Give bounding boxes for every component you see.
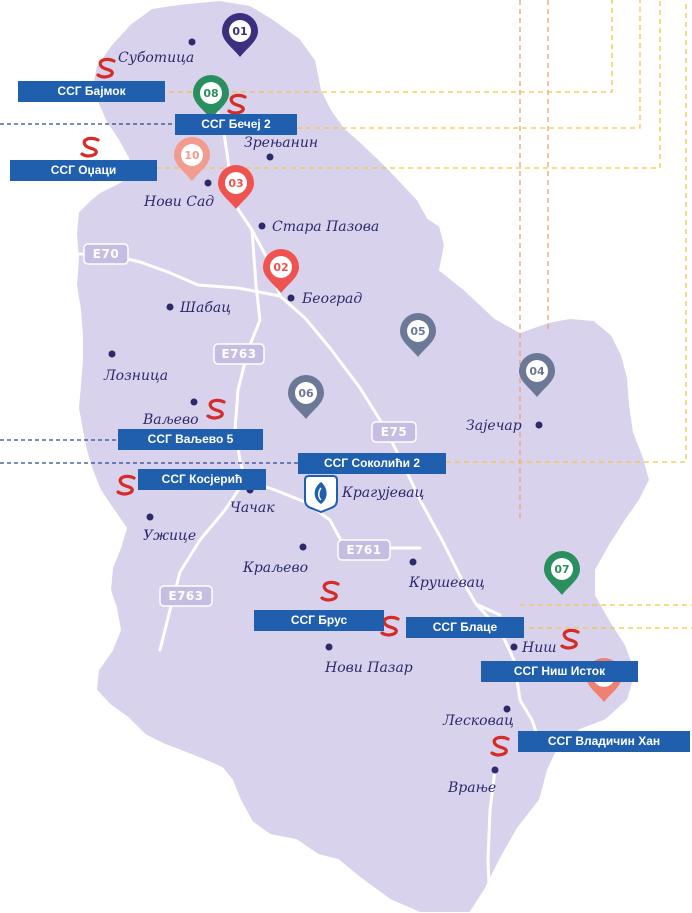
road-label: E761 [346,543,381,557]
station-label-nis-istok: ССГ Ниш Исток [481,661,638,682]
city-dot [503,705,511,713]
city-dot [287,294,295,302]
city-dot [266,153,274,161]
road-label: E763 [168,589,203,603]
station-label-odzaci: ССГ Оџаци [10,160,157,181]
city-label: Зајечар [466,418,522,434]
city-dot [146,513,154,521]
city-dot [535,421,543,429]
map-pin-icon: 06 [288,375,324,419]
city-dot [166,303,174,311]
city-dot [258,222,266,230]
city-label: Чачак [230,500,275,516]
city-dot [299,543,307,551]
map-pin-icon: 03 [218,165,254,209]
svg-text:08: 08 [203,87,218,100]
station-label-becej: ССГ Бечеј 2 [175,114,297,135]
city-label: Лозница [103,368,168,384]
city-dot [325,643,333,651]
road-badge-e761: E761 [337,539,391,561]
srbijagas-logo-icon [80,136,100,158]
map-pin-icon: 05 [400,313,436,357]
station-label-kosjeric: ССГ Косјерић [138,469,266,490]
gazprom-logo-icon [304,475,338,514]
city-dot [510,643,518,651]
map-pin-icon: 04 [519,353,555,397]
svg-text:10: 10 [184,149,200,162]
city-dot [204,179,212,187]
city-label: Краљево [242,560,308,576]
road-badge-e70: E70 [83,243,129,265]
svg-text:03: 03 [228,177,243,190]
city-label: Врање [447,780,496,796]
city-label: Београд [301,291,362,307]
city-label: Нови Сад [143,194,214,210]
station-label-blace: ССГ Блаце [406,617,524,638]
city-dot [491,766,499,774]
city-label: Нови Пазар [324,660,413,676]
road-label: E70 [93,247,119,261]
city-label: Стара Пазова [272,219,379,235]
road-label: E75 [381,425,407,439]
map-pin-icon: 07 [544,551,580,595]
city-dot [190,398,198,406]
city-label: Ужице [143,528,196,544]
road-label: E763 [221,347,256,361]
city-label: Ваљево [142,412,199,428]
city-label: Зрењанин [244,135,318,151]
svg-text:06: 06 [298,387,314,400]
station-label-vladicin-han: ССГ Владичин Хан [518,731,690,752]
city-dot [108,350,116,358]
svg-text:02: 02 [273,261,288,274]
station-label-valjevo: ССГ Ваљево 5 [118,429,263,450]
map-pin-icon: 02 [263,249,299,293]
connector-lines [0,0,692,629]
svg-text:07: 07 [554,563,569,576]
city-label: Крушевац [408,575,485,591]
svg-text:04: 04 [529,365,545,378]
map-pin-icon: 01 [222,13,258,57]
map-pin-icon: 08 [193,75,229,119]
city-label: Суботица [118,50,194,66]
city-label: Лесковац [442,713,514,729]
road-badge-e763-north: E763 [213,343,265,365]
svg-text:05: 05 [410,325,425,338]
station-label-bajmok: ССГ Бајмок [18,81,165,102]
road-badge-e75: E75 [371,421,417,443]
city-dot [188,38,196,46]
svg-text:01: 01 [232,25,247,38]
city-label: Шабац [179,300,231,316]
map-pin-icon: 10 [174,137,210,181]
city-label: Крагујевац [341,485,424,501]
station-label-brus: ССГ Брус [254,610,384,631]
city-dot [409,558,417,566]
road-badge-e763-south: E763 [159,585,213,607]
cities: Суботица Зрењанин Нови Сад Стара Пазова … [103,38,557,796]
city-label: Ниш [521,640,557,656]
station-label-sokolici: ССГ Соколићи 2 [298,453,446,474]
